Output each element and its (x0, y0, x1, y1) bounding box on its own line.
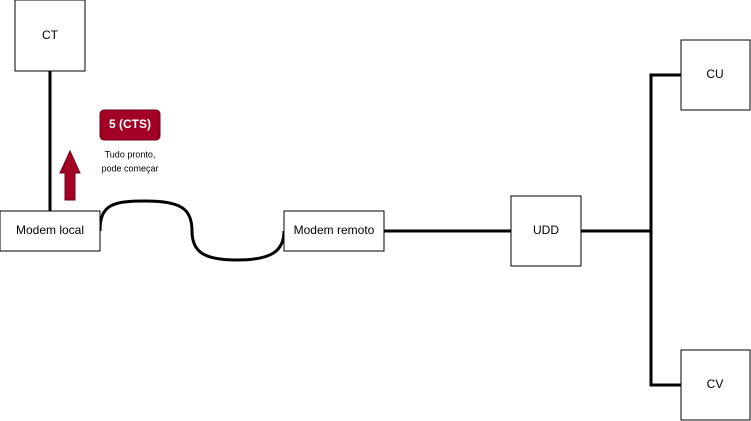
connector-modem-local-modem-remoto (98, 199, 286, 262)
signal-arrow-up-icon (59, 149, 81, 201)
node-udd-label: UDD (533, 223, 559, 237)
node-cu[interactable]: CU (680, 39, 751, 111)
node-ct-box (14, 0, 86, 72)
node-udd[interactable]: UDD (510, 195, 582, 267)
node-modem-remoto-box (283, 210, 385, 252)
connectors (48, 71, 681, 387)
node-cv-box (680, 349, 751, 421)
node-cv-label: CV (707, 377, 724, 391)
node-modem-remoto[interactable]: Modem remoto (283, 210, 385, 252)
node-ct[interactable]: CT (14, 0, 86, 72)
signal-note-line1: Tudo pronto, (105, 149, 156, 159)
node-cv[interactable]: CV (680, 349, 751, 421)
signal-badge-label: 5 (CTS) (109, 117, 151, 131)
node-ct-label: CT (42, 28, 59, 42)
signal-badge: 5 (CTS) (99, 109, 161, 141)
node-cu-box (680, 39, 751, 111)
node-udd-box (510, 195, 582, 267)
node-modem-remoto-label: Modem remoto (294, 223, 375, 237)
signal-badge-box (99, 109, 161, 141)
node-modem-local-label: Modem local (16, 223, 84, 237)
node-modem-local[interactable]: Modem local (0, 210, 101, 252)
node-cu-label: CU (706, 67, 723, 81)
signal-note-line2: pode começar (101, 163, 158, 173)
connector-bus-cu (649, 73, 681, 231)
node-modem-local-box (0, 210, 101, 252)
connector-bus-cv (649, 231, 681, 387)
